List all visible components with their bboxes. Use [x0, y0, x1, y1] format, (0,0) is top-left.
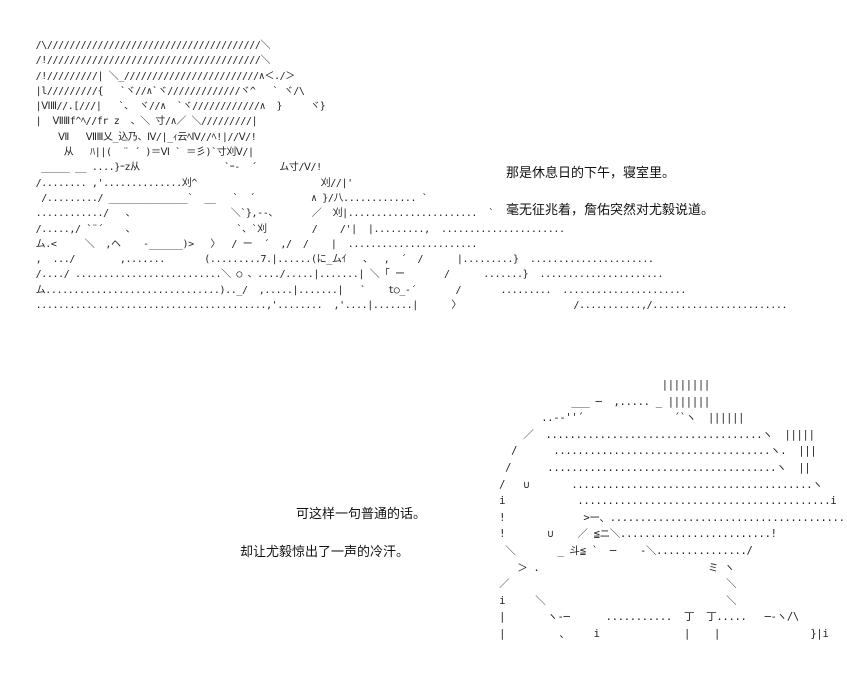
- ascii-art-sweating-character: |||||||| ___ ─ ,..... _ ||||||| ..-‐''´ …: [499, 379, 847, 640]
- narration-line-3: 可这样一句普通的话。: [296, 507, 427, 522]
- narration-line-4: 却让尤毅惊出了一声的冷汗。: [240, 545, 410, 560]
- narration-line-2: 毫无征兆着，詹佑突然对尤毅说道。: [506, 203, 715, 218]
- ascii-art-two-figures-in-bed: /\//////////////////////////////////////…: [35, 40, 788, 312]
- narration-line-1: 那是休息日的下午，寝室里。: [506, 166, 676, 181]
